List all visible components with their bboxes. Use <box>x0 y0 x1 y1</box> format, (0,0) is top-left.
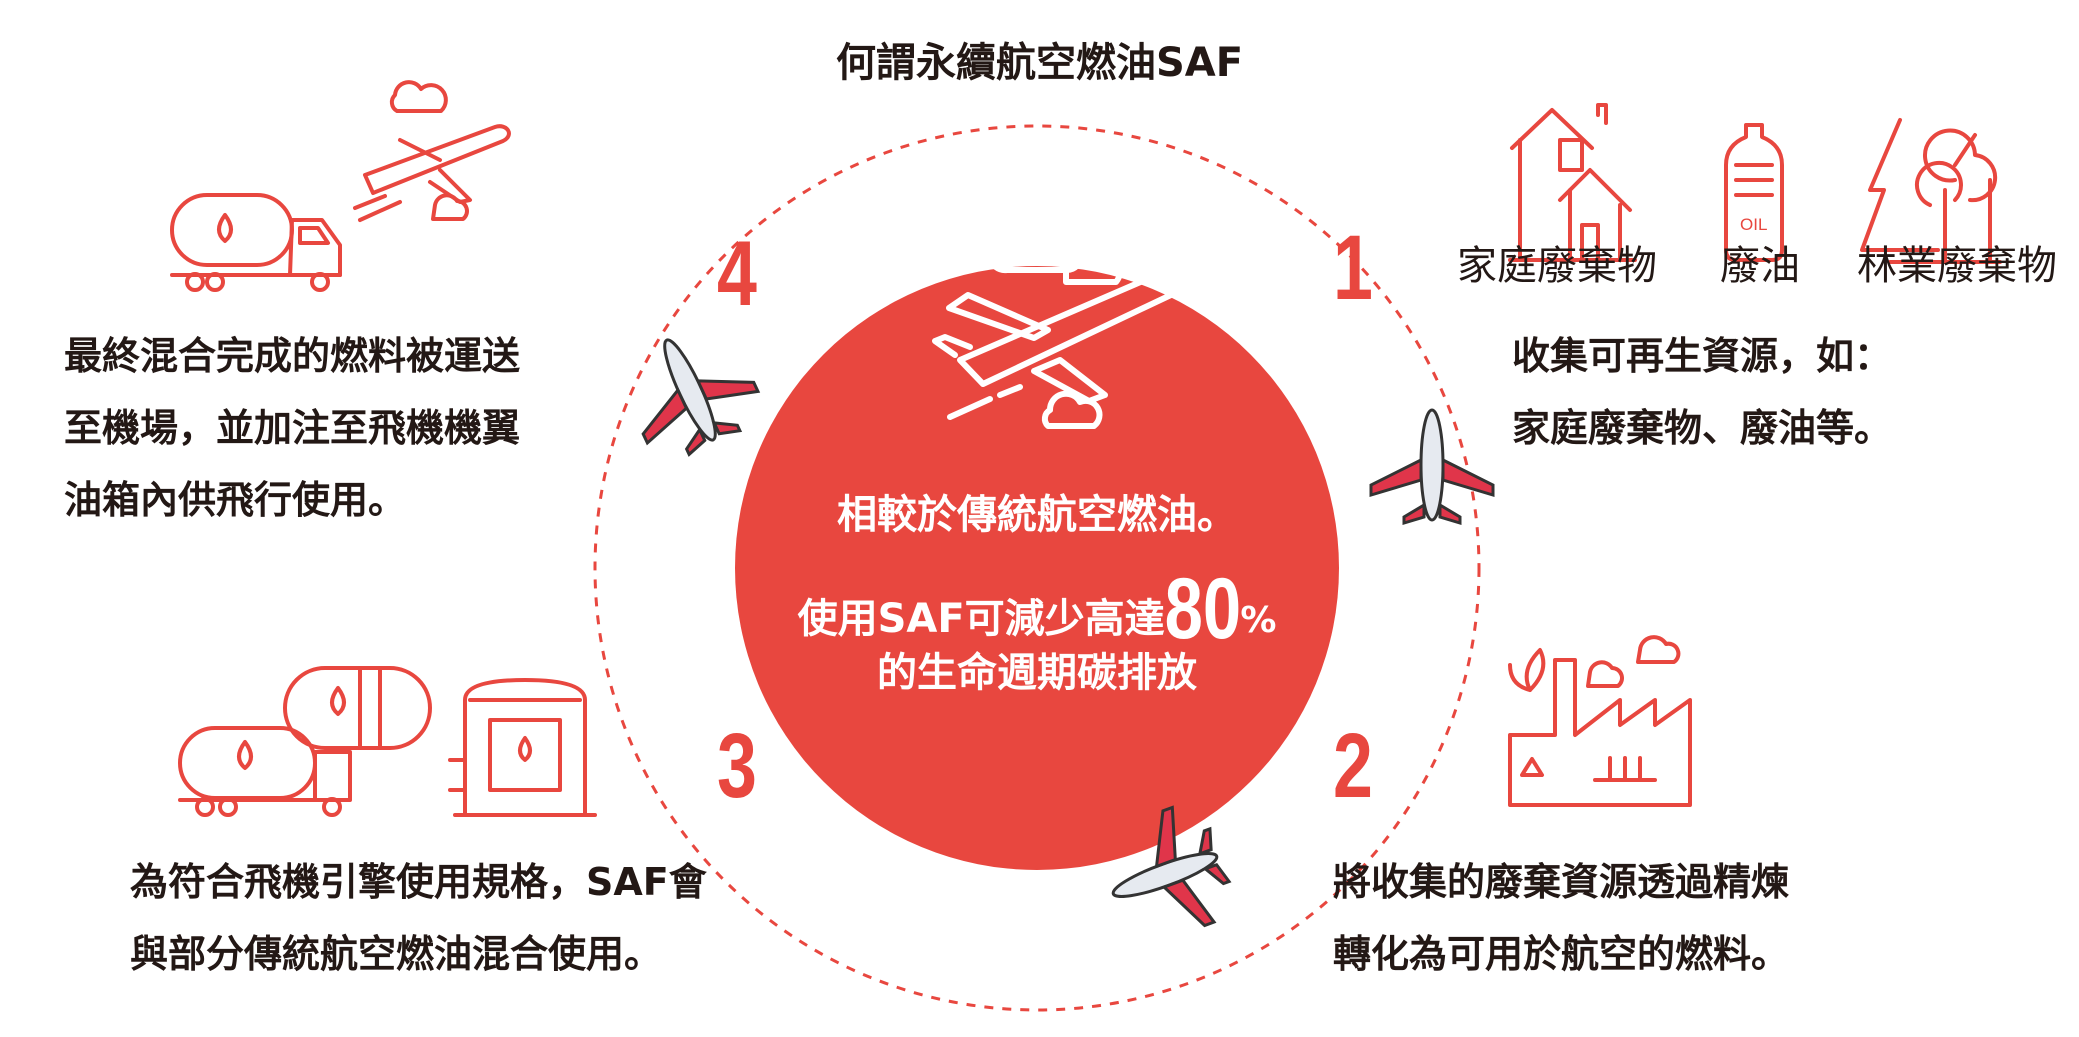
step-number-4: 4 <box>717 223 757 325</box>
tanker-truck-icon <box>170 193 342 292</box>
step-2-description: 將收集的廢棄資源透過精煉 轉化為可用於航空的燃料。 <box>1333 846 1789 990</box>
storage-tank-icon <box>448 678 597 817</box>
step-number-2: 2 <box>1333 715 1373 817</box>
step-2-line: 將收集的廢棄資源透過精煉 <box>1333 860 1790 904</box>
icon-label-waste-oil: 廢油 <box>1720 243 1800 289</box>
small-airplane-icon <box>1369 408 1495 526</box>
step-3-description: 為符合飛機引擎使用規格，SAF會 與部分傳統航空燃油混合使用。 <box>130 846 707 990</box>
step-3-line: 為符合飛機引擎使用規格，SAF會 <box>130 860 707 904</box>
step-1-description: 收集可再生資源，如： 家庭廢棄物、廢油等。 <box>1512 320 1892 464</box>
oil-bottle-icon: OIL <box>1724 123 1784 262</box>
icon-label-forestry-waste: 林業廢棄物 <box>1857 243 2057 289</box>
step-4-line: 至機場，並加注至飛機機翼 <box>64 406 521 450</box>
small-airplane-icon <box>641 338 761 457</box>
icon-label-household-waste: 家庭廢棄物 <box>1457 243 1657 289</box>
svg-text:OIL: OIL <box>1740 215 1767 234</box>
step-1-line: 收集可再生資源，如： <box>1512 334 1893 378</box>
step-number-1: 1 <box>1333 217 1373 319</box>
airplane-clouds-icon <box>932 220 1178 429</box>
step-2-line: 轉化為可用於航空的燃料。 <box>1333 932 1790 976</box>
percent-sign: % <box>1240 600 1277 641</box>
reduction-percent-value: 80 <box>1164 561 1241 657</box>
cycle-ring <box>593 124 1481 1012</box>
center-circle <box>735 266 1339 870</box>
house-icon <box>1508 103 1637 262</box>
page-title: 何謂永續航空燃油SAF <box>835 40 1244 86</box>
step-4-line: 油箱內供飛行使用。 <box>64 478 407 522</box>
center-line-2: 使用SAF可減少高達80% <box>735 560 1339 659</box>
airplane-icon <box>353 80 511 222</box>
fuel-trucks-icon <box>178 666 432 817</box>
small-airplane-icon <box>1111 805 1232 928</box>
center-line-2-prefix: 使用SAF可減少高達 <box>797 596 1165 642</box>
refinery-factory-icon <box>1508 635 1692 807</box>
step-3-line: 與部分傳統航空燃油混合使用。 <box>130 932 663 976</box>
center-line-1: 相較於傳統航空燃油。 <box>837 492 1237 538</box>
center-line-3: 的生命週期碳排放 <box>877 650 1197 696</box>
step-number-3: 3 <box>717 715 757 817</box>
step-4-line: 最終混合完成的燃料被運送 <box>64 334 521 378</box>
step-1-line: 家庭廢棄物、廢油等。 <box>1512 406 1893 450</box>
step-4-description: 最終混合完成的燃料被運送 至機場，並加注至飛機機翼 油箱內供飛行使用。 <box>64 320 520 536</box>
forest-icon <box>1860 118 2002 264</box>
